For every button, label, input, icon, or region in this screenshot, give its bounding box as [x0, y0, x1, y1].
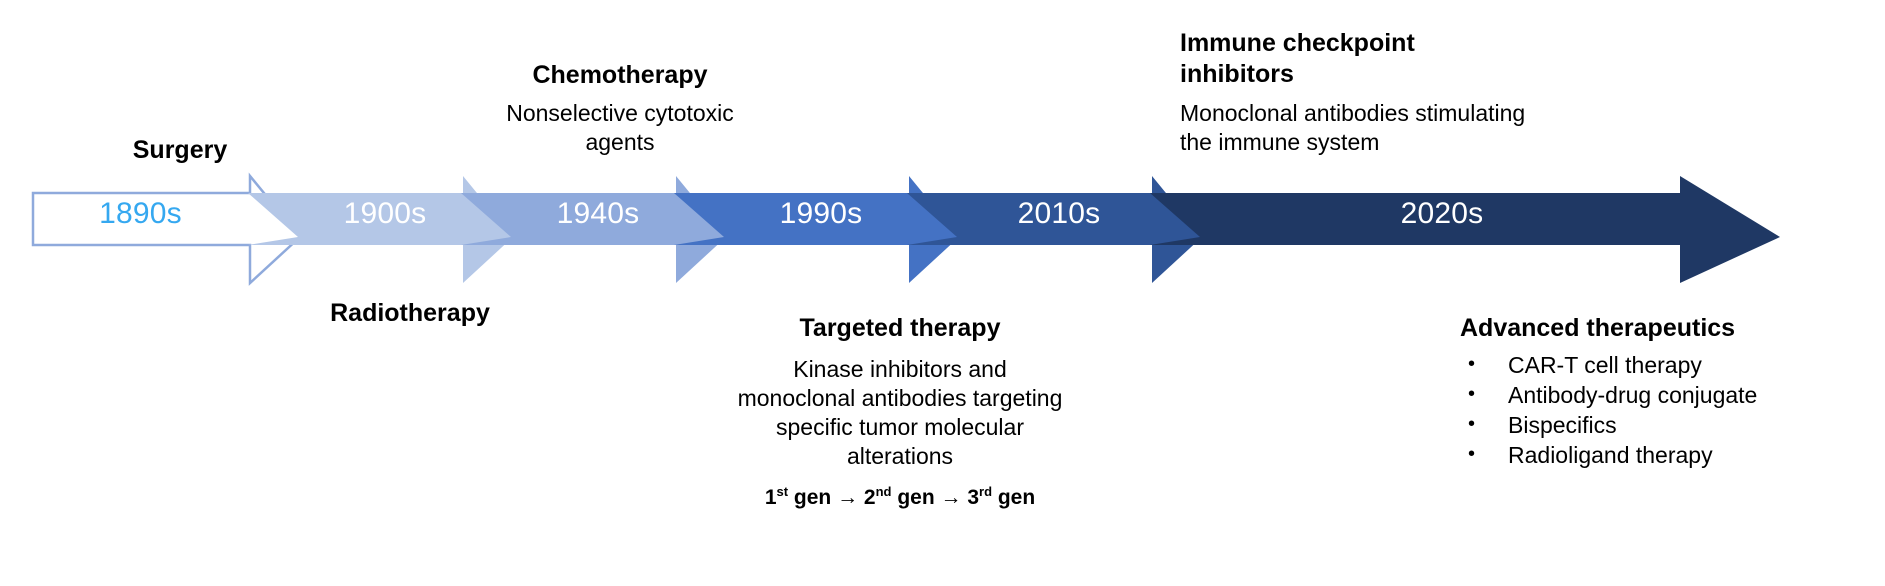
- targeted-therapy-title: Targeted therapy: [799, 314, 1001, 342]
- gen2-word: gen: [891, 486, 941, 509]
- label-block-immune-checkpoint: Immune checkpoint inhibitors Monoclonal …: [1180, 28, 1700, 157]
- list-item: Antibody-drug conjugate: [1460, 379, 1880, 410]
- chemotherapy-desc-line2: agents: [585, 129, 655, 155]
- surgery-title: Surgery: [132, 136, 228, 164]
- timeline-segment-1940s[interactable]: [461, 176, 726, 283]
- gen1-suffix: st: [776, 484, 789, 499]
- advanced-therapeutics-title: Advanced therapeutics: [1460, 314, 1736, 342]
- label-block-radiotherapy: Radiotherapy: [250, 298, 570, 329]
- label-block-targeted-therapy: Targeted therapy Kinase inhibitors and m…: [690, 313, 1110, 511]
- gen3-word: gen: [992, 486, 1036, 509]
- list-item: Radioligand therapy: [1460, 439, 1880, 470]
- decade-label-2010s: 2010s: [1017, 197, 1101, 230]
- gen2-number: 2: [858, 486, 876, 509]
- gen1-number: 1: [764, 486, 777, 509]
- gen3-suffix: rd: [979, 484, 993, 499]
- decade-label-1990s: 1990s: [779, 197, 863, 230]
- gen-arrow-1-icon: →: [837, 486, 859, 509]
- immune-checkpoint-title-line1: Immune checkpoint: [1180, 29, 1415, 57]
- timeline-segment-2020s[interactable]: [1150, 176, 1780, 283]
- gen2-suffix: nd: [875, 484, 892, 499]
- radiotherapy-title: Radiotherapy: [330, 299, 490, 327]
- targeted-therapy-desc-line1: Kinase inhibitors and: [793, 356, 1007, 382]
- targeted-therapy-desc-line3: specific tumor molecular: [776, 414, 1024, 440]
- label-block-advanced-therapeutics: Advanced therapeutics CAR-T cell therapy…: [1460, 313, 1880, 470]
- timeline-segment-1890s[interactable]: [31, 172, 302, 286]
- chemotherapy-desc-line1: Nonselective cytotoxic: [506, 100, 734, 126]
- targeted-therapy-desc-line2: monoclonal antibodies targeting: [737, 385, 1063, 411]
- timeline-segment-1900s[interactable]: [248, 176, 513, 283]
- immune-checkpoint-desc-line1: Monoclonal antibodies stimulating: [1180, 100, 1526, 126]
- label-block-chemotherapy: Chemotherapy Nonselective cytotoxic agen…: [460, 60, 780, 157]
- decade-label-2020s: 2020s: [1400, 197, 1484, 230]
- timeline-segment-2010s[interactable]: [907, 176, 1202, 283]
- immune-checkpoint-title-line2: inhibitors: [1180, 60, 1294, 88]
- label-block-surgery: Surgery: [40, 135, 320, 166]
- decade-label-1890s: 1890s: [99, 197, 182, 230]
- decade-label-1900s: 1900s: [343, 197, 427, 230]
- timeline-segment-1990s[interactable]: [674, 176, 959, 283]
- chemotherapy-title: Chemotherapy: [532, 61, 708, 89]
- gen3-number: 3: [961, 486, 980, 509]
- targeted-therapy-generations: 1st gen → 2nd gen → 3rd gen: [690, 485, 1110, 511]
- decade-label-1940s: 1940s: [556, 197, 640, 230]
- targeted-therapy-desc-line4: alterations: [846, 443, 954, 469]
- list-item: Bispecifics: [1460, 409, 1880, 440]
- advanced-therapeutics-bullet-list: CAR-T cell therapy Antibody-drug conjuga…: [1460, 349, 1880, 470]
- gen-arrow-2-icon: →: [940, 486, 962, 509]
- immune-checkpoint-desc-line2: the immune system: [1180, 129, 1380, 155]
- gen1-word: gen: [788, 486, 838, 509]
- list-item: CAR-T cell therapy: [1460, 349, 1880, 380]
